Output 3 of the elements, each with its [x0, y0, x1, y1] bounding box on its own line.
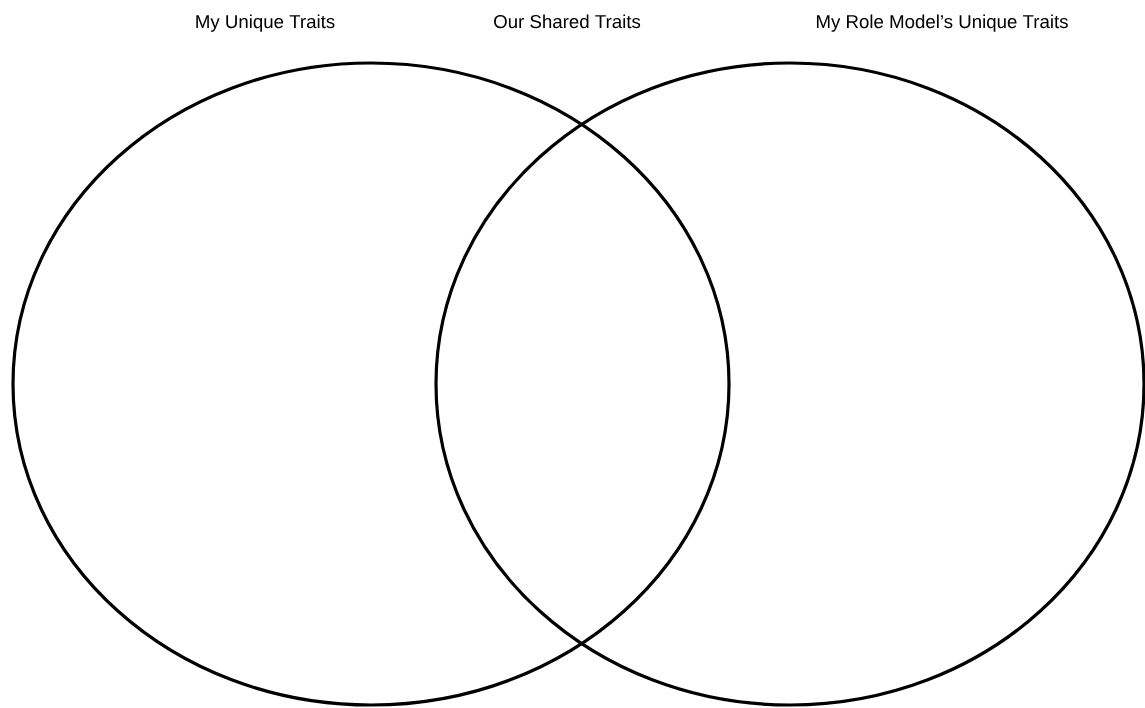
region-heading: Our Shared Traits [494, 14, 641, 29]
circle-heading: My Unique Traits [196, 14, 335, 32]
circle-heading: My Role Model’s Unique Traits [816, 14, 1068, 32]
